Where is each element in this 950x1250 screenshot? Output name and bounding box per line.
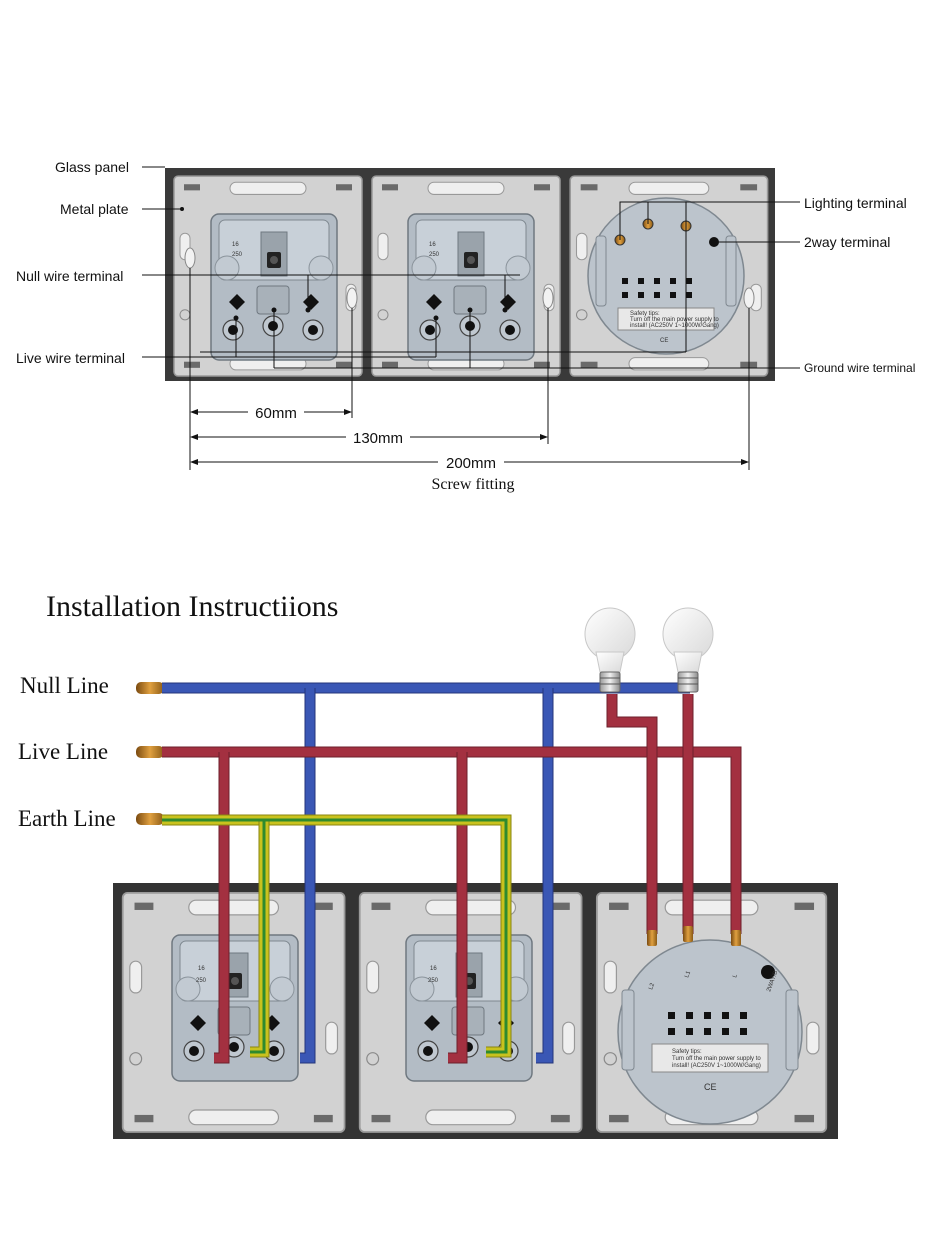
live-wire (162, 694, 742, 1064)
screw-hole-3 (542, 287, 554, 309)
label-glass-panel: Glass panel (55, 159, 129, 175)
safety-line1-bottom: Turn off the main power supply to (672, 1056, 761, 1062)
safety-line2-bottom: install! (AC250V 1~1000W/Gang) (672, 1063, 761, 1069)
label-live-wire-terminal: Live wire terminal (16, 350, 125, 366)
ce-mark-top: CE (660, 338, 668, 344)
screw-hole-4 (743, 287, 755, 309)
terminal-label-l2: L2 (648, 982, 656, 991)
terminal-label-l: L (732, 973, 739, 979)
switch-module-top: Safety tips: Turn off the main power sup… (587, 197, 745, 355)
top-panel-diagram: 16 250 16 250 Safety tips: Turn off the … (16, 159, 915, 493)
terminal-label-l1: L1 (684, 970, 692, 979)
socket-rating-2: 250 (232, 252, 243, 258)
socket-rating-b1a: 16 (198, 966, 205, 972)
screw-hole-2 (346, 287, 358, 309)
safety-title-bottom: Safety tips: (672, 1049, 702, 1055)
safety-line1-top: Turn off the main power supply to (630, 317, 719, 323)
label-null-wire-terminal: Null wire terminal (16, 268, 123, 284)
switch-terminal-tips (647, 926, 741, 946)
safety-line2-top: install! (AC250V 1~1000W/Gang) (630, 323, 719, 329)
dim-caption: Screw fitting (431, 476, 514, 493)
socket-rating-2b: 250 (429, 252, 440, 258)
socket-rating-b2b: 250 (428, 978, 439, 984)
socket-rating-b1b: 250 (196, 978, 207, 984)
dim-130mm: 130mm (353, 430, 403, 447)
installation-diagram: Installation Instructiions Null Line Liv… (18, 590, 838, 1139)
label-2way-terminal: 2way terminal (804, 234, 890, 250)
dim-60mm: 60mm (255, 405, 297, 422)
label-null-line: Null Line (20, 673, 109, 698)
label-lighting-terminal: Lighting terminal (804, 195, 907, 211)
dim-200mm: 200mm (446, 455, 496, 472)
socket-rating-b2a: 16 (430, 966, 437, 972)
socket-module-b1 (171, 934, 299, 1082)
socket-rating-1: 16 (232, 242, 239, 248)
light-bulb-2 (662, 607, 714, 693)
ce-mark-bottom: CE (704, 1082, 717, 1092)
label-metal-plate: Metal plate (60, 201, 129, 217)
socket-module-2 (407, 213, 535, 361)
earth-wire (162, 814, 512, 1058)
installation-title: Installation Instructiions (46, 590, 338, 623)
label-live-line: Live Line (18, 739, 108, 764)
wire-ends (136, 682, 164, 825)
socket-rating-1b: 16 (429, 242, 436, 248)
label-earth-line: Earth Line (18, 806, 116, 831)
socket-module-b2 (405, 934, 533, 1082)
switch-module-bottom: Safety tips: Turn off the main power sup… (617, 939, 803, 1125)
safety-title-top: Safety tips: (630, 311, 660, 317)
light-bulb-1 (584, 607, 636, 693)
label-ground-wire-terminal: Ground wire terminal (804, 361, 915, 375)
screw-hole-1 (184, 247, 196, 269)
